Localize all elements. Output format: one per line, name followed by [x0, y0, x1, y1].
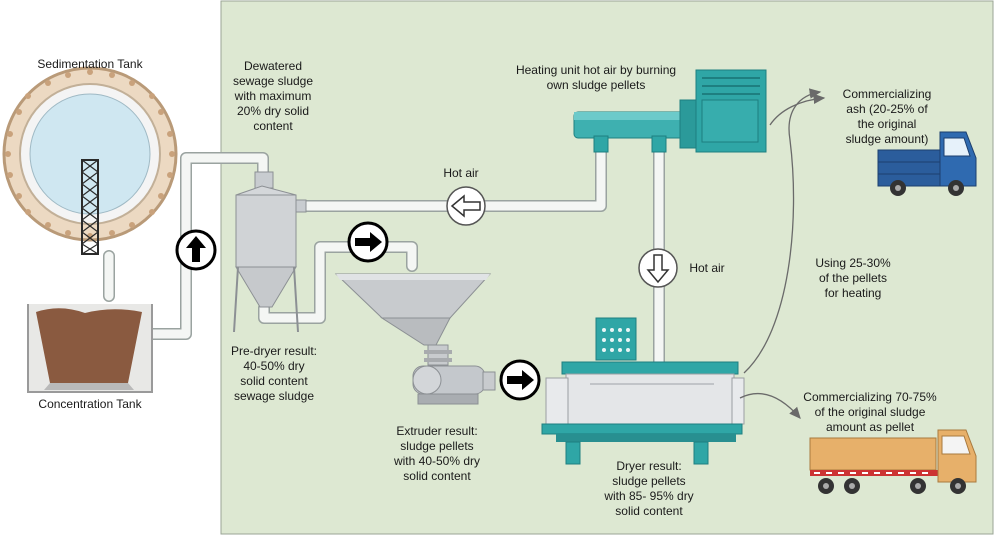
label-concentration-tank: Concentration Tank	[38, 397, 142, 411]
orange-truck	[809, 429, 977, 494]
pellets-to-heating-arrow	[743, 88, 822, 374]
heating-unit	[573, 69, 767, 153]
label-pellet-sale: Commercializing 70-75% of the original s…	[803, 390, 937, 434]
left-arrow-icon	[446, 186, 486, 226]
label-hot-air-horizontal: Hot air	[443, 166, 479, 180]
pellet-sale-arrow	[739, 392, 801, 419]
extruder	[334, 273, 496, 405]
pre-dryer	[233, 171, 307, 333]
sedimentation-tank	[2, 66, 178, 255]
concentration-tank	[27, 304, 153, 393]
pipes	[103, 136, 665, 368]
label-hot-air-vertical: Hot air	[689, 261, 725, 275]
label-ash: Commercializing ash (20-25% of the origi…	[842, 87, 932, 146]
blue-truck	[877, 131, 977, 196]
label-heating-unit: Heating unit hot air by burning own slud…	[515, 63, 677, 92]
label-pellets-heating: Using 25-30% of the pellets for heating	[815, 256, 891, 300]
label-sedimentation-tank: Sedimentation Tank	[37, 57, 143, 71]
down-arrow-icon	[638, 248, 678, 288]
right-arrow-icon-extruder	[499, 359, 541, 401]
label-predryer: Pre-dryer result: 40-50% dry solid conte…	[230, 344, 318, 403]
ash-arrow	[769, 93, 826, 126]
label-extruder: Extruder result: sludge pellets with 40-…	[393, 424, 481, 483]
label-dewatered: Dewatered sewage sludge with maximum 20%…	[232, 59, 314, 133]
dryer	[541, 317, 745, 465]
label-dryer: Dryer result: sludge pellets with 85- 95…	[604, 459, 694, 518]
up-arrow-icon	[175, 229, 217, 271]
right-arrow-icon-predryer	[347, 221, 389, 263]
